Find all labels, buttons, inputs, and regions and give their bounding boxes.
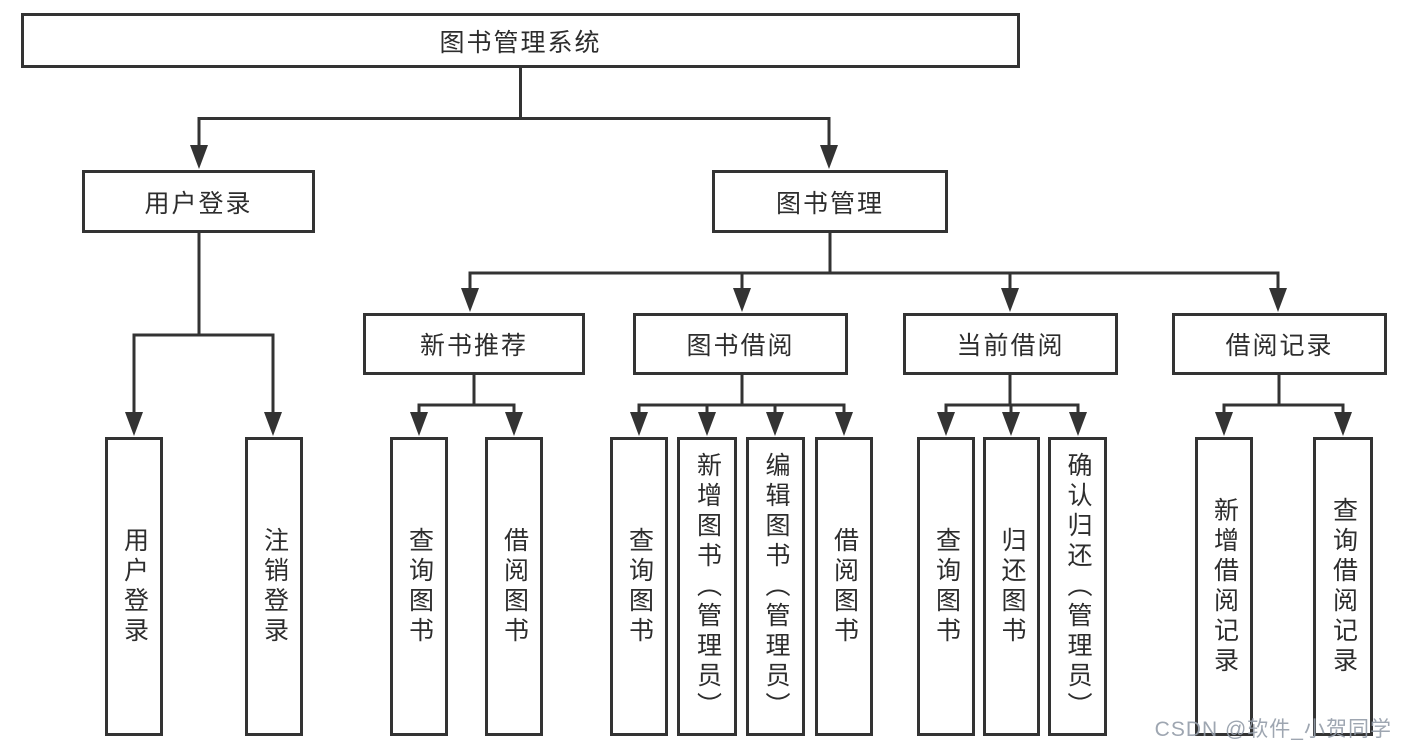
node-label: 新书推荐	[419, 332, 528, 360]
leaf-label: 新增图书（管理员）	[693, 451, 722, 722]
arrowheads	[125, 145, 1352, 436]
leaf-query-book: 查询图书	[390, 437, 448, 736]
leaf-borrow-book: 借阅图书	[815, 437, 873, 736]
leaf-query-book: 查询图书	[917, 437, 975, 736]
node-borrow-record: 借阅记录	[1172, 313, 1387, 375]
leaf-label: 借阅图书	[500, 526, 529, 647]
leaf-label: 确认归还（管理员）	[1064, 451, 1092, 722]
node-book-borrow: 图书借阅	[633, 313, 848, 375]
leaf-edit-book-admin: 编辑图书（管理员）	[746, 437, 805, 736]
leaf-add-book-admin: 新增图书（管理员）	[677, 437, 737, 736]
node-label: 用户登录	[144, 189, 253, 218]
leaf-query-borrow-record: 查询借阅记录	[1313, 437, 1373, 736]
leaf-label: 查询图书	[932, 526, 961, 647]
leaf-user-login: 用户登录	[105, 437, 163, 736]
leaf-borrow-book: 借阅图书	[485, 437, 543, 736]
leaf-label: 归还图书	[998, 526, 1026, 647]
node-label: 图书管理	[775, 189, 884, 218]
leaf-query-book: 查询图书	[610, 437, 668, 736]
leaf-label: 借阅图书	[830, 526, 859, 647]
leaf-confirm-return-admin: 确认归还（管理员）	[1048, 437, 1107, 736]
node-root-label: 图书管理系统	[439, 28, 602, 57]
node-label: 借阅记录	[1225, 332, 1334, 360]
node-book-management-branch: 图书管理	[712, 170, 948, 233]
node-label: 当前借阅	[956, 332, 1065, 360]
leaf-label: 用户登录	[120, 526, 149, 647]
leaf-label: 新增借阅记录	[1210, 496, 1239, 677]
node-new-book-recommend: 新书推荐	[363, 313, 585, 375]
leaf-label: 编辑图书（管理员）	[762, 451, 790, 722]
node-label: 图书借阅	[686, 332, 795, 360]
leaf-add-borrow-record: 新增借阅记录	[1195, 437, 1253, 736]
csdn-watermark: CSDN @软件_小贺同学	[1154, 718, 1392, 741]
leaf-label: 查询图书	[405, 526, 434, 647]
leaf-label: 查询借阅记录	[1329, 496, 1358, 677]
leaf-label: 查询图书	[625, 526, 654, 647]
leaf-logout: 注销登录	[245, 437, 303, 736]
node-root-library-system: 图书管理系统	[21, 13, 1020, 68]
leaf-label: 注销登录	[260, 526, 289, 647]
leaf-return-book: 归还图书	[983, 437, 1040, 736]
node-current-borrow: 当前借阅	[903, 313, 1118, 375]
node-user-login-branch: 用户登录	[82, 170, 315, 233]
